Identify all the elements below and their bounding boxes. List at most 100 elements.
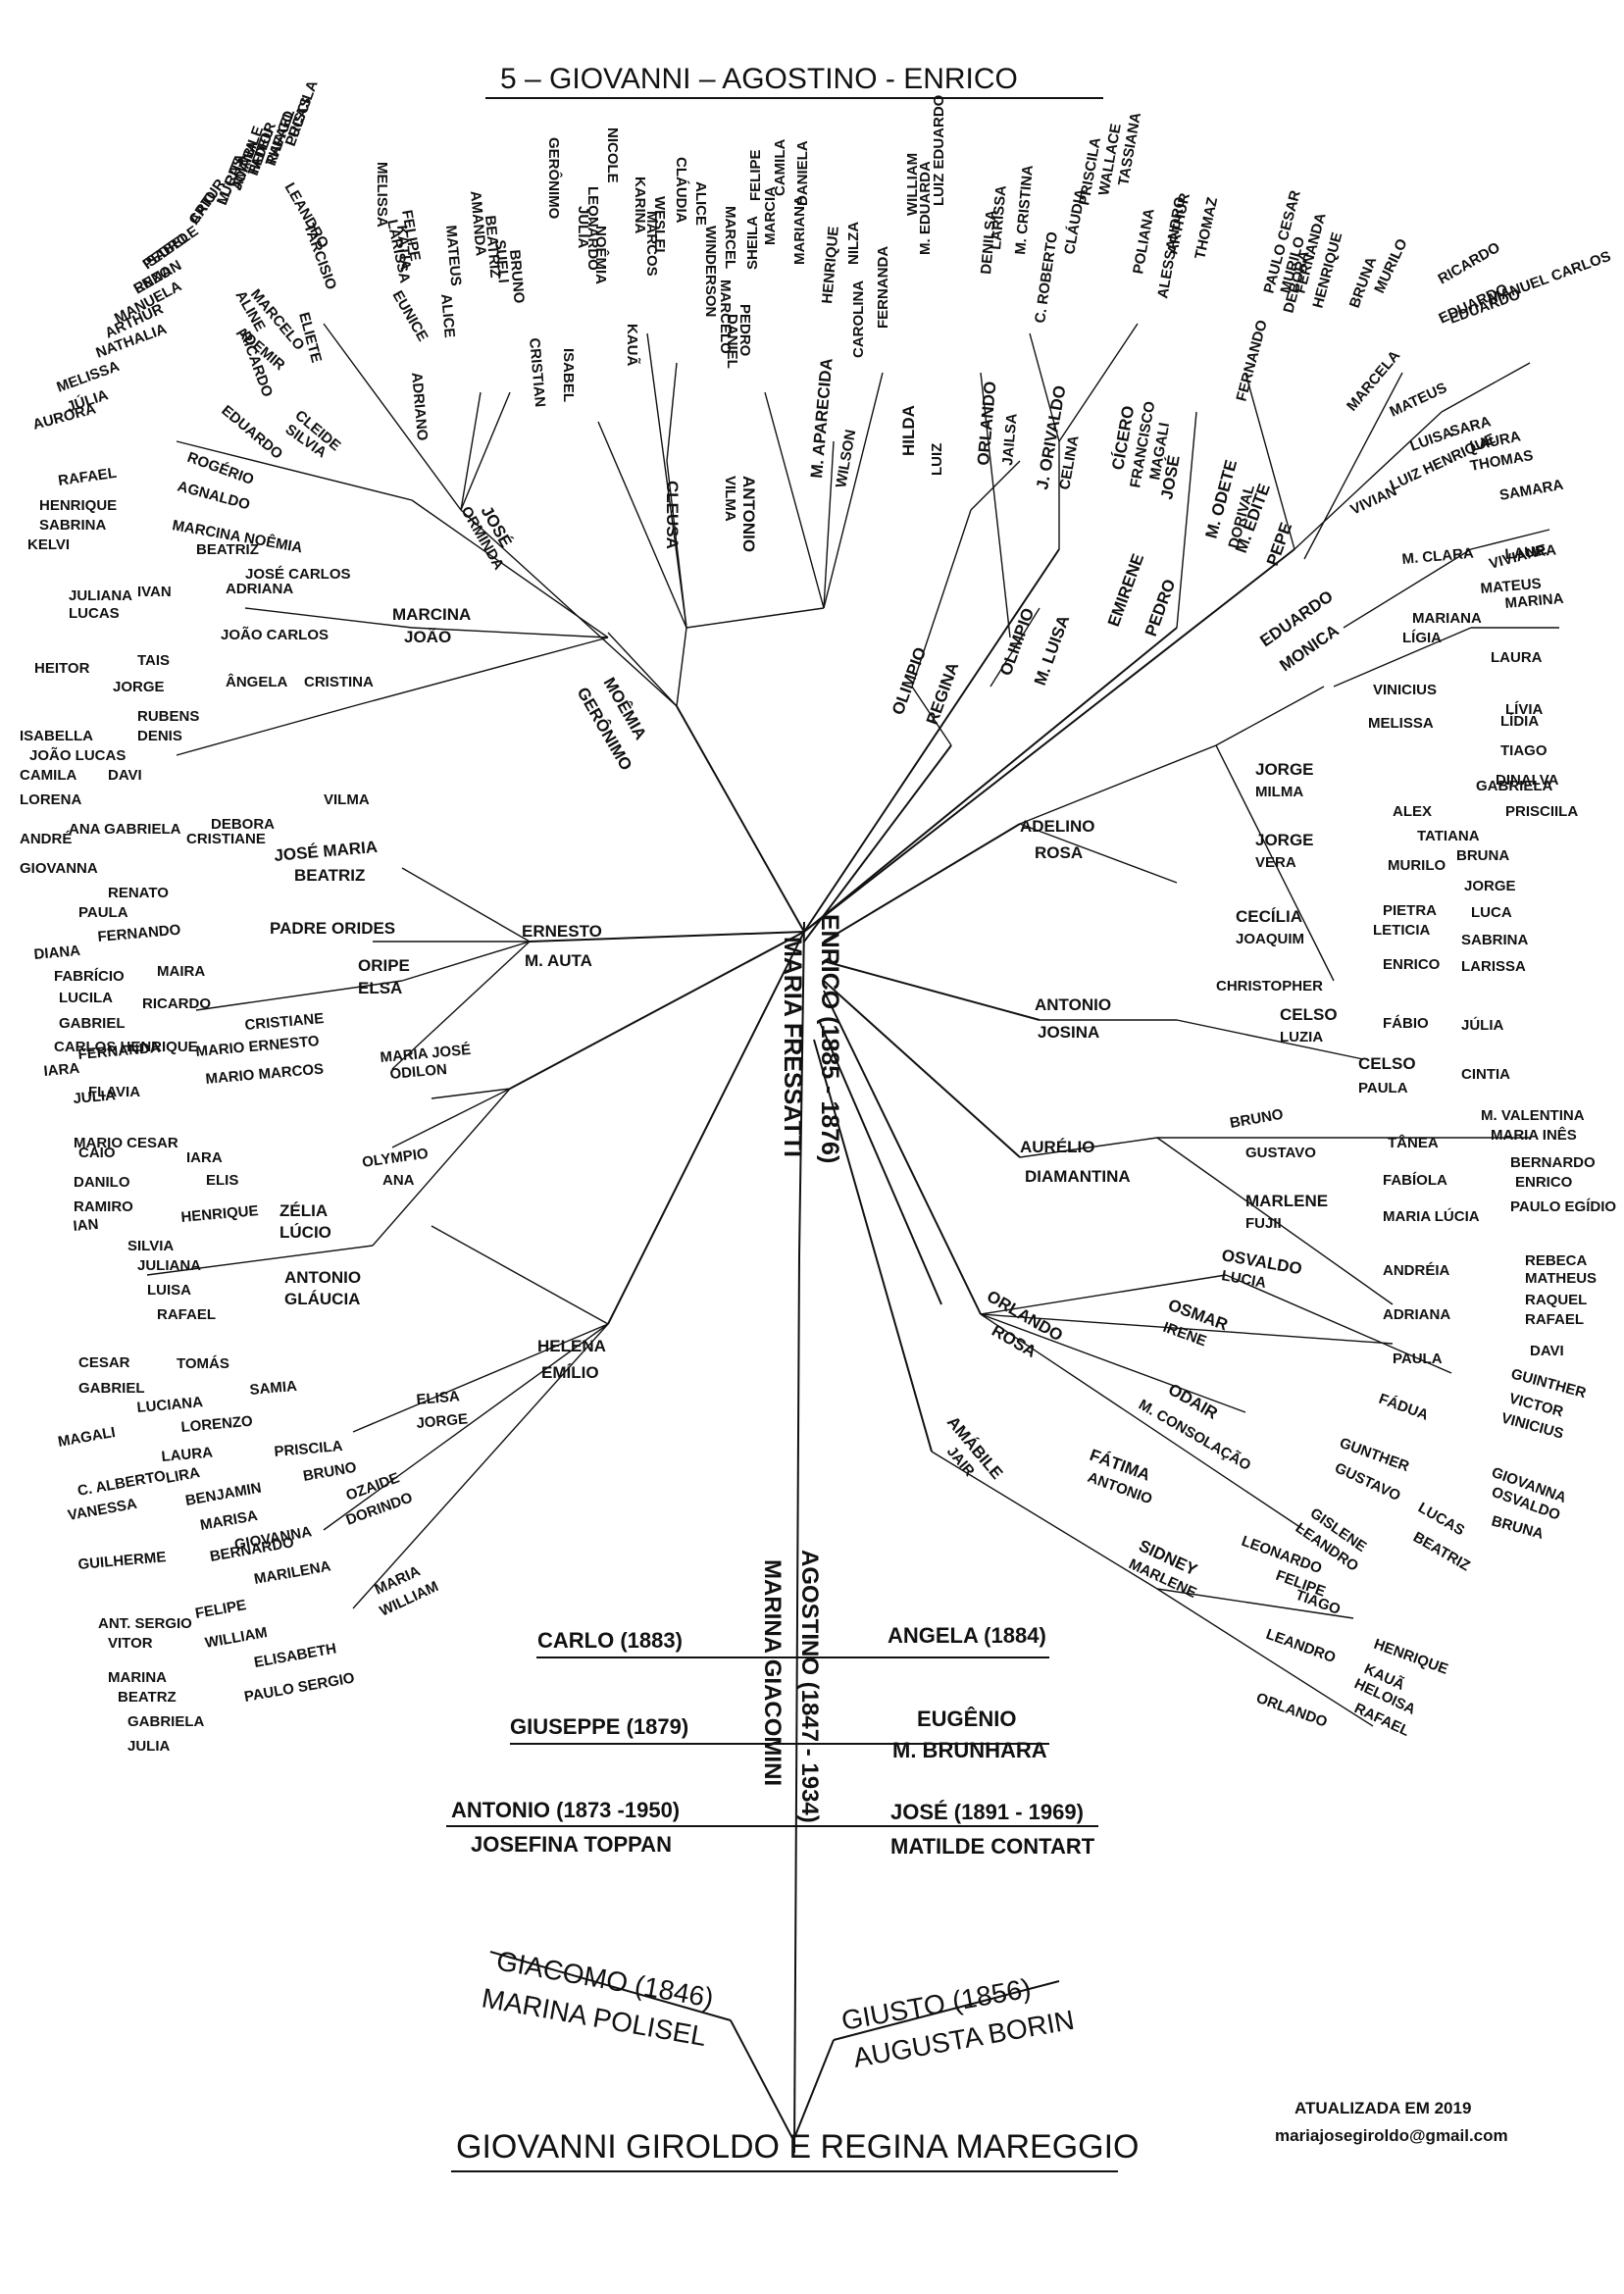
branch-line <box>646 332 687 629</box>
person-name: FABRÍCIO <box>54 968 125 985</box>
branch-line <box>323 323 462 511</box>
person-name: JOSINA <box>1038 1023 1099 1042</box>
branch-line <box>1176 1019 1364 1060</box>
branch-line <box>803 744 952 943</box>
agostino-wife-label: MARINA GIACOMINI <box>759 1559 786 1786</box>
person-name: ELSA <box>358 979 402 997</box>
person-name: GABRIELA <box>1476 778 1553 794</box>
person-name: MARIO CESAR <box>74 1135 178 1151</box>
person-name: JULIANA <box>69 587 132 604</box>
person-name: DANIEL <box>724 314 740 369</box>
person-name: KÁTIA <box>393 225 414 271</box>
page-title: 5 – GIOVANNI – AGOSTINO - ENRICO <box>500 63 1018 95</box>
person-name: KELVI <box>27 536 70 553</box>
person-name: SUELI <box>491 239 512 284</box>
person-name: LUIZ <box>929 443 945 476</box>
person-name: DIAMANTINA <box>1025 1167 1131 1186</box>
person-name: MARIANA <box>791 195 808 265</box>
person-name: RAFAEL <box>57 465 118 489</box>
person-name: IAN <box>73 1216 99 1235</box>
person-name: MARINA <box>108 1669 167 1686</box>
person-name: WILLIAM <box>904 153 921 216</box>
branch-line <box>980 372 1011 638</box>
branch-line <box>833 1980 1060 2041</box>
person-name: EMÍLIO <box>541 1363 599 1382</box>
person-name: CLÁUDIA <box>673 157 689 224</box>
person-name: BEATRIZ <box>482 215 504 279</box>
branch-line <box>411 627 609 638</box>
person-name: TATIANA <box>1417 828 1480 844</box>
person-name: ANTONIO <box>739 476 758 552</box>
person-name: PAULA <box>1393 1351 1443 1367</box>
person-name: ALICE <box>692 181 709 226</box>
branch-line <box>1294 411 1443 550</box>
branch-line <box>431 1225 609 1325</box>
person-name: M. LUISA <box>1031 613 1073 688</box>
branch-line <box>1225 1274 1452 1374</box>
person-name: AURORA <box>31 400 98 433</box>
person-name: CAIO <box>78 1145 116 1161</box>
person-name: FELIPE <box>747 149 764 201</box>
person-name: BEATRIZ <box>196 541 259 558</box>
jose-1891-wife-label: MATILDE CONTART <box>890 1834 1095 1859</box>
person-name: ELIS <box>206 1172 238 1189</box>
person-name: LÚCIO <box>279 1223 331 1242</box>
person-name: FERNANDO <box>97 922 181 945</box>
person-name: SAMARA <box>1498 477 1565 504</box>
person-name: CELSO <box>1358 1054 1416 1073</box>
person-name: ANTONIO <box>1035 995 1111 1014</box>
person-name: JOSÉ CARLOS <box>245 566 351 583</box>
branch-line <box>990 607 1040 688</box>
person-name: JORGE <box>416 1410 469 1432</box>
person-name: LARISSA <box>1461 958 1526 975</box>
person-name: WINDERSON <box>702 226 719 317</box>
person-name: ORLANDO <box>974 381 999 466</box>
person-name: ENRICO <box>1515 1174 1573 1191</box>
person-name: BRUNA <box>1490 1512 1546 1542</box>
person-name: SHEILA <box>744 216 761 270</box>
person-name: PEDRO <box>736 304 753 357</box>
person-name: EMIRENE <box>1104 551 1147 629</box>
person-name: ORLANDO <box>1254 1690 1330 1731</box>
person-name: OLIMPIO <box>888 644 930 717</box>
branch-line <box>1019 823 1178 884</box>
person-name: SABRINA <box>39 517 107 534</box>
person-name: KARINA <box>632 177 648 233</box>
contact-email: mariajosegiroldo@gmail.com <box>1275 2126 1508 2145</box>
person-name: RICARDO <box>1436 239 1503 288</box>
person-name: MARIA LÚCIA <box>1383 1207 1480 1225</box>
person-name: NOÊMIA <box>592 226 610 284</box>
branch-line <box>980 1313 1305 1531</box>
person-name: MAIRA <box>157 963 205 980</box>
person-name: VILMA <box>324 791 370 808</box>
person-name: IVAN <box>137 584 172 600</box>
person-name: GIOVANNA <box>20 860 98 877</box>
person-name: DANIELA <box>794 140 811 206</box>
person-name: LUCA <box>1471 904 1512 921</box>
person-name: LUCILA <box>59 990 113 1006</box>
person-name: VERA <box>1255 854 1296 871</box>
person-name: MARIO MARCOS <box>205 1061 325 1088</box>
branch-line <box>931 1451 1158 1590</box>
branch-line <box>1156 1137 1394 1305</box>
branch-line <box>146 1245 374 1276</box>
person-name: JÚLIA <box>1461 1016 1504 1034</box>
branch-line <box>666 362 678 462</box>
person-name: LETICIA <box>1373 922 1430 939</box>
person-name: CARLOS HENRIQUE <box>54 1039 198 1055</box>
person-name: ADRIANA <box>1383 1306 1450 1323</box>
person-name: RUBENS <box>137 708 199 725</box>
person-name: ODILON <box>389 1061 448 1083</box>
person-name: BRUNO <box>506 249 528 305</box>
branch-line <box>489 1951 732 2021</box>
person-name: HENRIQUE <box>180 1202 259 1226</box>
person-name: LIRA <box>165 1464 202 1487</box>
person-name: MELISSA <box>55 358 123 396</box>
person-name: MARLENE <box>1245 1192 1328 1210</box>
person-name: NICOLE <box>604 127 621 183</box>
branch-line <box>980 1313 1246 1413</box>
person-name: BEATRIZ <box>294 866 365 885</box>
person-name: FÁBIO <box>1383 1015 1429 1032</box>
person-name: TIAGO <box>1500 742 1548 759</box>
branch-line <box>607 931 805 1325</box>
